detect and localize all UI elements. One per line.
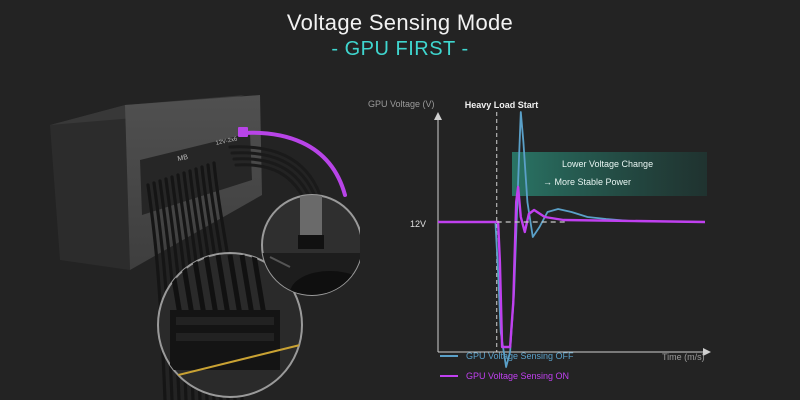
zoom-circle-mb xyxy=(157,252,303,398)
y-axis-arrow xyxy=(434,112,442,120)
legend-label-off: GPU Voltage Sensing OFF xyxy=(466,351,574,361)
x-axis-label: Time (m/s) xyxy=(662,352,705,362)
callout-line1: Lower Voltage Change xyxy=(562,159,653,169)
page-title: Voltage Sensing Mode xyxy=(286,10,514,35)
x-axis-arrow xyxy=(703,348,711,356)
y-axis-label: GPU Voltage (V) xyxy=(368,99,435,109)
series-layer xyxy=(438,111,706,368)
y-tick-label: 12V xyxy=(410,219,426,229)
psu-body-side xyxy=(50,105,130,270)
series-line-sensing-off xyxy=(438,111,706,368)
psu-illustration: MB 12V-2x6 xyxy=(50,95,360,400)
callout-box xyxy=(512,152,707,196)
series-line-sensing-on xyxy=(438,185,706,349)
heavy-load-label: Heavy Load Start xyxy=(465,100,539,110)
legend-label-on: GPU Voltage Sensing ON xyxy=(466,371,569,381)
callout-line2: → More Stable Power xyxy=(543,177,631,187)
sense-wire xyxy=(240,130,347,197)
connector-label-mb: MB xyxy=(177,154,189,163)
sense-pin xyxy=(238,127,248,137)
connector-label-gpu: 12V-2x6 xyxy=(215,136,238,147)
page-subtitle: - GPU FIRST - xyxy=(331,38,469,60)
